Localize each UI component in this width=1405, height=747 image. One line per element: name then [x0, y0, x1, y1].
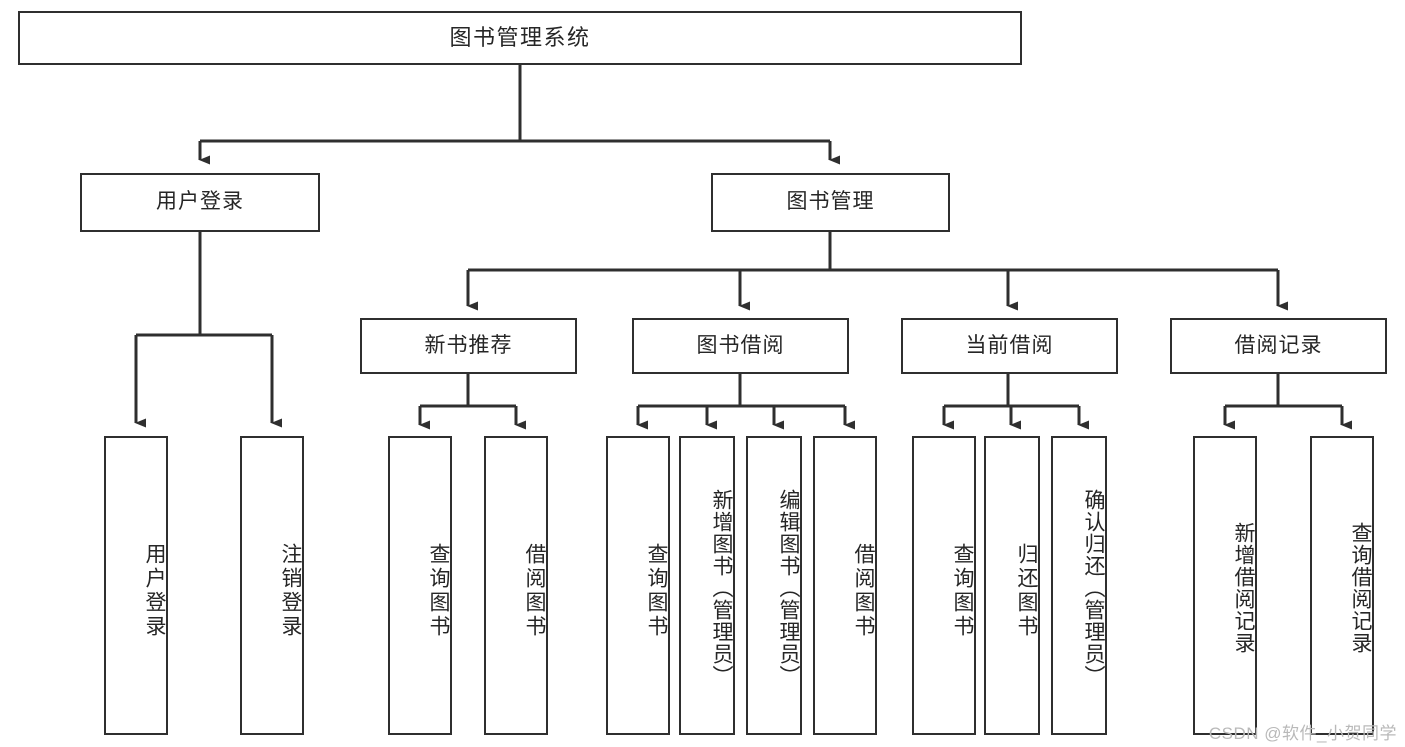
leaf-current-confirm-return-admin-label: 确认归还（管理员）	[1082, 488, 1105, 687]
leaf-newbook-query-book-label: 查询图书	[427, 542, 450, 639]
leaf-logout[interactable]: 注销登录	[240, 436, 304, 735]
node-borrow-record[interactable]: 借阅记录	[1170, 318, 1387, 374]
node-root-label: 图书管理系统	[449, 25, 591, 51]
leaf-record-query-record-label: 查询借阅记录	[1349, 521, 1372, 654]
node-new-book-recommend[interactable]: 新书推荐	[360, 318, 577, 374]
leaf-borrow-borrow-book[interactable]: 借阅图书	[813, 436, 877, 735]
node-current-borrow[interactable]: 当前借阅	[901, 318, 1118, 374]
node-user-login[interactable]: 用户登录	[80, 173, 320, 232]
leaf-record-add-record[interactable]: 新增借阅记录	[1193, 436, 1257, 735]
leaf-current-query-book-label: 查询图书	[951, 542, 974, 639]
leaf-borrow-edit-book-admin-label: 编辑图书（管理员）	[777, 488, 800, 687]
node-root[interactable]: 图书管理系统	[18, 11, 1022, 65]
leaf-user-login[interactable]: 用户登录	[104, 436, 168, 735]
leaf-newbook-query-book[interactable]: 查询图书	[388, 436, 452, 735]
leaf-newbook-borrow-book-label: 借阅图书	[523, 542, 546, 639]
leaf-newbook-borrow-book[interactable]: 借阅图书	[484, 436, 548, 735]
leaf-current-return-book-label: 归还图书	[1015, 542, 1038, 639]
node-book-borrow-label: 图书借阅	[696, 333, 785, 357]
node-book-borrow[interactable]: 图书借阅	[632, 318, 849, 374]
node-book-management-label: 图书管理	[786, 190, 875, 214]
leaf-record-query-record[interactable]: 查询借阅记录	[1310, 436, 1374, 735]
leaf-current-confirm-return-admin[interactable]: 确认归还（管理员）	[1051, 436, 1107, 735]
leaf-borrow-add-book-admin[interactable]: 新增图书（管理员）	[679, 436, 735, 735]
leaf-borrow-add-book-admin-label: 新增图书（管理员）	[710, 488, 733, 687]
leaf-current-return-book[interactable]: 归还图书	[984, 436, 1040, 735]
node-new-book-recommend-label: 新书推荐	[424, 333, 513, 357]
node-borrow-record-label: 借阅记录	[1234, 333, 1323, 357]
leaf-borrow-edit-book-admin[interactable]: 编辑图书（管理员）	[746, 436, 802, 735]
leaf-logout-label: 注销登录	[279, 542, 302, 639]
leaf-user-login-label: 用户登录	[143, 542, 166, 639]
csdn-watermark: CSDN @软件_小贺同学	[1208, 724, 1397, 743]
node-user-login-label: 用户登录	[156, 190, 244, 214]
node-current-borrow-label: 当前借阅	[965, 333, 1054, 357]
leaf-borrow-borrow-book-label: 借阅图书	[852, 542, 875, 639]
leaf-borrow-query-book[interactable]: 查询图书	[606, 436, 670, 735]
leaf-borrow-query-book-label: 查询图书	[645, 542, 668, 639]
node-book-management[interactable]: 图书管理	[711, 173, 950, 232]
leaf-record-add-record-label: 新增借阅记录	[1232, 521, 1255, 654]
leaf-current-query-book[interactable]: 查询图书	[912, 436, 976, 735]
